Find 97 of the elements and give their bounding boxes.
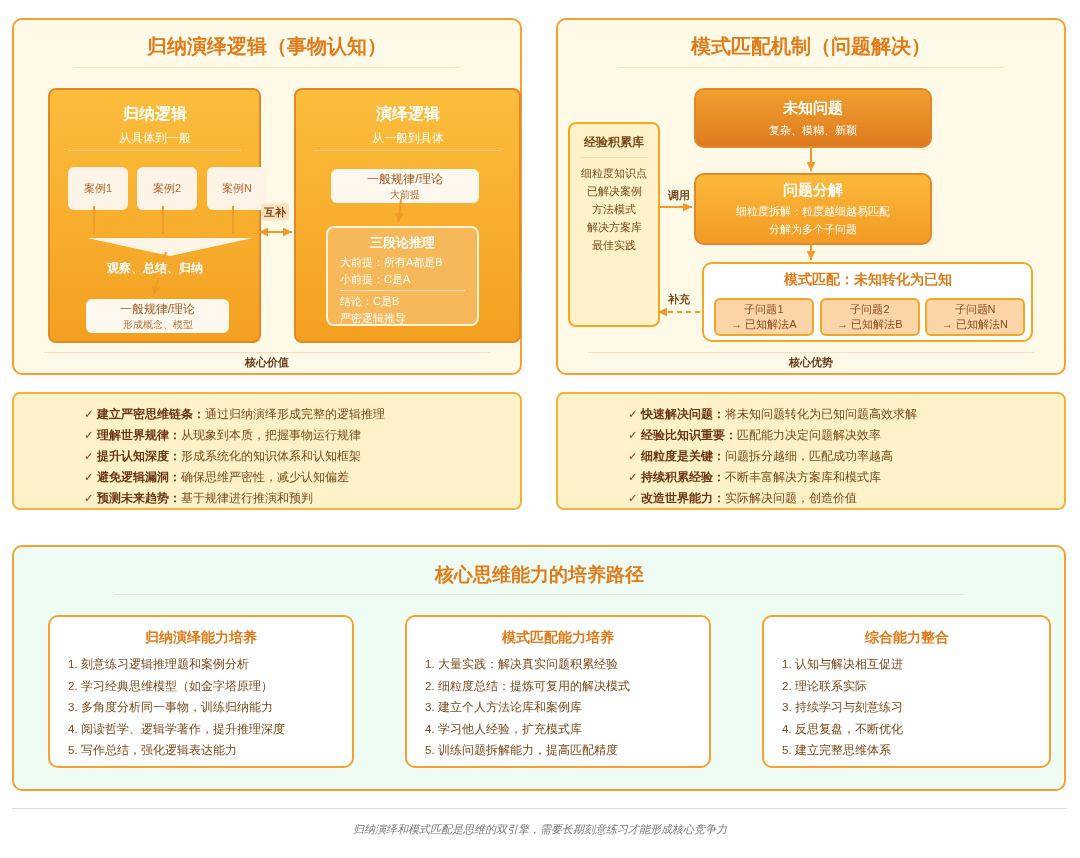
card-title: 模式匹配能力培养 xyxy=(501,629,615,647)
subproblem-box xyxy=(925,298,1025,336)
case-label: 案例1 xyxy=(83,181,113,196)
list-item: 3. 多角度分析同一事物，训练归纳能力 xyxy=(68,700,274,715)
panel-title: 归纳演绎逻辑（事物认知） xyxy=(146,34,388,59)
check-item: ✓ 改造世界能力：实际解决问题，创造价值 xyxy=(628,491,858,506)
card-title: 综合能力整合 xyxy=(863,629,950,647)
panel-heading: 演绎逻辑 xyxy=(374,104,441,124)
benefit-box xyxy=(12,392,522,510)
box-heading: 一般规律/理论 xyxy=(119,300,196,318)
library-box xyxy=(568,122,660,327)
edge-label: 观察、总结、归纳 xyxy=(104,258,206,278)
check-item: ✓ 持续积累经验：不断丰富解决方案库和模式库 xyxy=(628,470,882,485)
problem-box xyxy=(694,88,932,148)
list-item: 最佳实践 xyxy=(591,238,637,253)
premise-text: 严密逻辑推导 xyxy=(340,311,407,326)
box-note: 大前提 xyxy=(390,187,420,202)
panel xyxy=(556,18,1066,375)
panel xyxy=(12,545,1066,791)
footer-label: 核心价值 xyxy=(244,355,290,370)
list-item: 3. 持续学习与刻意练习 xyxy=(782,700,904,715)
arrow xyxy=(395,198,404,223)
check-item: ✓ 细粒度是关键：问题拆分越细，匹配成功率越高 xyxy=(628,448,894,464)
funnel-shape xyxy=(87,238,253,256)
box-heading: 子问题2 xyxy=(850,302,890,317)
box-note: 分解为多个子问题 xyxy=(769,221,857,237)
double-arrow xyxy=(258,227,293,237)
case-label: 案例N xyxy=(222,181,252,196)
box-note: 形成概念、模型 xyxy=(122,317,193,332)
box-heading: 子问题N xyxy=(954,302,996,317)
syllogism-box xyxy=(326,226,479,326)
box-heading: 一般规律/理论 xyxy=(367,170,443,188)
training-card xyxy=(762,615,1051,768)
check-item: ✓ 提升认知深度：形成系统化的知识体系和认知框架 xyxy=(84,448,362,464)
case-label: 案例2 xyxy=(152,181,182,196)
check-item: ✓ 避免逻辑漏洞：确保思维严密性，减少认知偏差 xyxy=(84,470,350,485)
footer-label: 核心优势 xyxy=(788,355,834,370)
matching-box xyxy=(702,262,1033,342)
panel-heading: 归纳逻辑 xyxy=(121,104,188,124)
list-item: 5. 训练问题拆解能力，提高匹配精度 xyxy=(425,743,619,758)
arrow xyxy=(806,242,816,261)
process-box xyxy=(694,173,932,245)
list-item: 1. 大量实践：解决真实问题积累经验 xyxy=(425,657,619,672)
list-item: 4. 阅读哲学、逻辑学著作，提升推理深度 xyxy=(68,721,286,737)
box-heading: 问题分解 xyxy=(783,180,843,200)
edge-label: 互补 xyxy=(261,203,289,221)
list-item: 2. 理论联系实际 xyxy=(782,678,868,694)
panel xyxy=(12,18,522,375)
caption: 归纳演绎和模式匹配是思维的双引擎，需要长期刻意练习才能形成核心竞争力 xyxy=(352,822,728,837)
list-item: 细粒度知识点 xyxy=(580,166,648,181)
box-note: → 已知解法A xyxy=(731,317,797,332)
box-heading: 子问题1 xyxy=(744,302,784,317)
list-item: 已解决案例 xyxy=(585,184,643,199)
list-item: 2. 细粒度总结：提炼可复用的解决模式 xyxy=(425,678,631,694)
check-item: ✓ 经验比知识重要：匹配能力决定问题解决效率 xyxy=(628,427,882,443)
list-item: 2. 学习经典思维模型（如金字塔原理） xyxy=(68,678,274,694)
box-note: → 已知解法N xyxy=(942,317,1008,332)
panel-subtitle: 从一般到具体 xyxy=(370,130,445,147)
premise-text: 大前提：所有A都是B xyxy=(340,255,444,270)
box-note: 复杂、模糊、新颖 xyxy=(769,122,857,138)
list-item: 3. 建立个人方法论库和案例库 xyxy=(425,700,583,715)
check-item: ✓ 理解世界规律：从现象到本质，把握事物运行规律 xyxy=(84,428,362,443)
premise-text: 小前提：C是A xyxy=(340,272,412,287)
box-note: 细粒度拆解：粒度越细越易匹配 xyxy=(736,203,890,219)
panel-title: 模式匹配机制（问题解决） xyxy=(689,34,932,59)
panel-title: 核心思维能力的培养路径 xyxy=(433,563,645,587)
benefit-box xyxy=(556,392,1066,510)
check-item: ✓ 快速解决问题：将未知问题转化为已知问题高效求解 xyxy=(628,407,918,422)
arrow xyxy=(806,145,816,172)
list-item: 解决方案库 xyxy=(585,220,643,235)
panel-subtitle: 从具体到一般 xyxy=(117,130,192,147)
list-item: 5. 写作总结，强化逻辑表达能力 xyxy=(68,743,238,758)
subproblem-box xyxy=(820,298,920,336)
list-item: 4. 学习他人经验，扩充模式库 xyxy=(425,721,583,737)
box-heading: 三段论推理 xyxy=(369,234,436,252)
list-item: 1. 刻意练习逻辑推理题和案例分析 xyxy=(68,657,250,672)
list-item: 4. 反思复盘，不断优化 xyxy=(782,721,904,737)
check-item: ✓ 建立严密思维链条：通过归纳演绎形成完整的逻辑推理 xyxy=(84,406,386,422)
check-item: ✓ 预测未来趋势：基于规律进行推演和预判 xyxy=(84,490,314,506)
premise-text: 结论：C是B xyxy=(340,294,401,309)
edge-label: 补充 xyxy=(665,290,693,308)
subproblem-box xyxy=(714,298,814,336)
box-heading: 模式匹配：未知转化为已知 xyxy=(782,271,953,289)
box-heading: 未知问题 xyxy=(783,98,843,118)
case-box xyxy=(68,167,128,210)
box-note: → 已知解法B xyxy=(837,317,903,332)
box-heading: 经验积累库 xyxy=(583,134,645,151)
arrow xyxy=(657,307,701,317)
training-card xyxy=(48,615,354,768)
list-item: 1. 认知与解决相互促进 xyxy=(782,657,904,672)
card-title: 归纳演绎能力培养 xyxy=(144,629,258,647)
logic-panel xyxy=(294,88,521,343)
case-box xyxy=(137,167,197,210)
list-item: 5. 建立完整思维体系 xyxy=(782,743,892,758)
training-card xyxy=(405,615,711,768)
list-item: 方法模式 xyxy=(591,202,637,217)
arrow xyxy=(657,202,693,212)
